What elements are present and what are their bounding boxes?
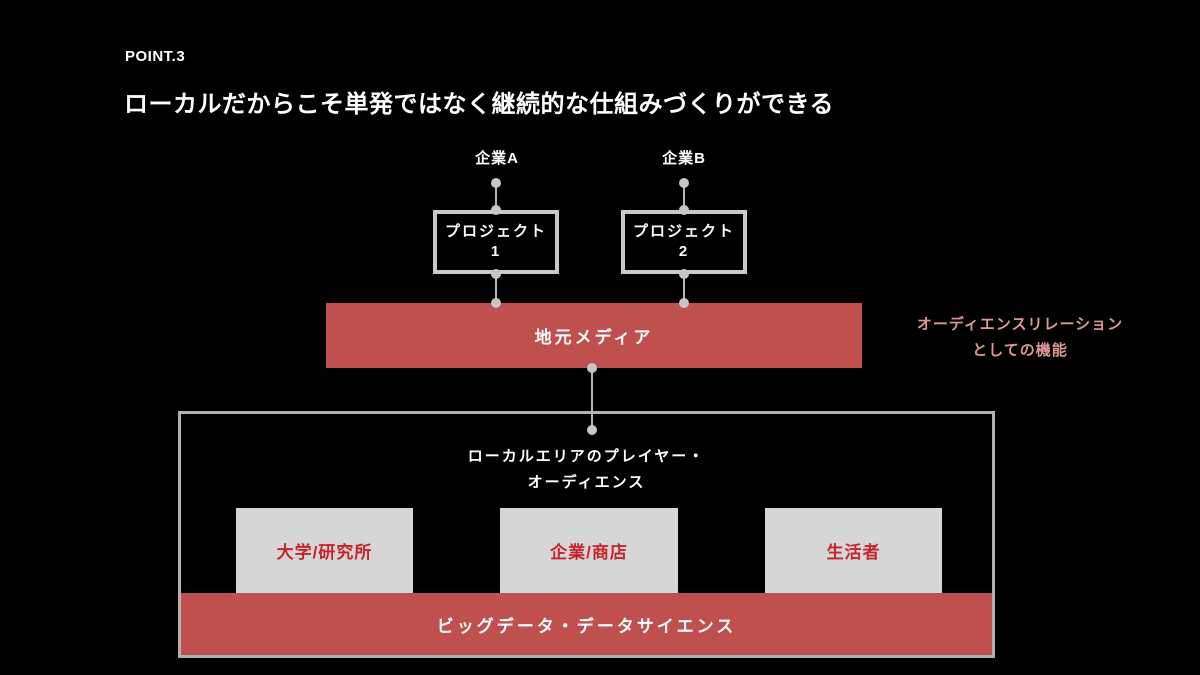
connector-dot [679, 205, 689, 215]
connector-dot [491, 205, 501, 215]
local-area-title-line-1: ローカルエリアのプレイヤー・ [467, 448, 706, 465]
connector-dot [491, 178, 501, 188]
player-box-business: 企業/商店 [500, 508, 678, 593]
player-label: 企業/商店 [550, 543, 628, 562]
big-data-label: ビッグデータ・データサイエンス [436, 616, 737, 636]
connector-dot [679, 269, 689, 279]
local-area-title: ローカルエリアのプレイヤー・ オーディエンス [181, 444, 992, 496]
project-2-box: プロジェクト 2 [621, 210, 747, 274]
project-1-label: プロジェクト [444, 223, 547, 240]
connector-line [683, 183, 685, 210]
local-media-label: 地元メディア [534, 328, 654, 347]
project-1-number: 1 [490, 243, 502, 260]
connector-dot [679, 298, 689, 308]
player-box-university: 大学/研究所 [236, 508, 413, 593]
slide-title: ローカルだからこそ単発ではなく継続的な仕組みづくりができる [124, 91, 835, 118]
local-area-title-line-2: オーディエンス [527, 474, 646, 491]
connector-dot [491, 298, 501, 308]
connector-dot [491, 269, 501, 279]
connector-dot [587, 363, 597, 373]
connector-dot [679, 178, 689, 188]
connector-line [495, 274, 497, 303]
local-area-container: ローカルエリアのプレイヤー・ オーディエンス 大学/研究所 企業/商店 生活者 … [178, 411, 995, 658]
player-label: 生活者 [826, 543, 881, 562]
player-label: 大学/研究所 [276, 543, 373, 562]
company-b-label: 企業B [662, 150, 706, 167]
annotation-line-2: としての機能 [972, 342, 1068, 359]
project-2-number: 2 [678, 243, 690, 260]
project-2-label: プロジェクト [632, 223, 735, 240]
big-data-bar: ビッグデータ・データサイエンス [181, 593, 992, 655]
project-1-box: プロジェクト 1 [433, 210, 559, 274]
player-box-residents: 生活者 [765, 508, 942, 593]
audience-relation-annotation: オーディエンスリレーション としての機能 [870, 312, 1170, 364]
connector-line [591, 368, 593, 430]
company-a-label: 企業A [475, 150, 519, 167]
local-media-bar: 地元メディア [326, 303, 862, 368]
annotation-line-1: オーディエンスリレーション [916, 316, 1124, 333]
connector-dot [587, 425, 597, 435]
slide-kicker: POINT.3 [125, 48, 186, 65]
connector-line [495, 183, 497, 210]
connector-line [683, 274, 685, 303]
